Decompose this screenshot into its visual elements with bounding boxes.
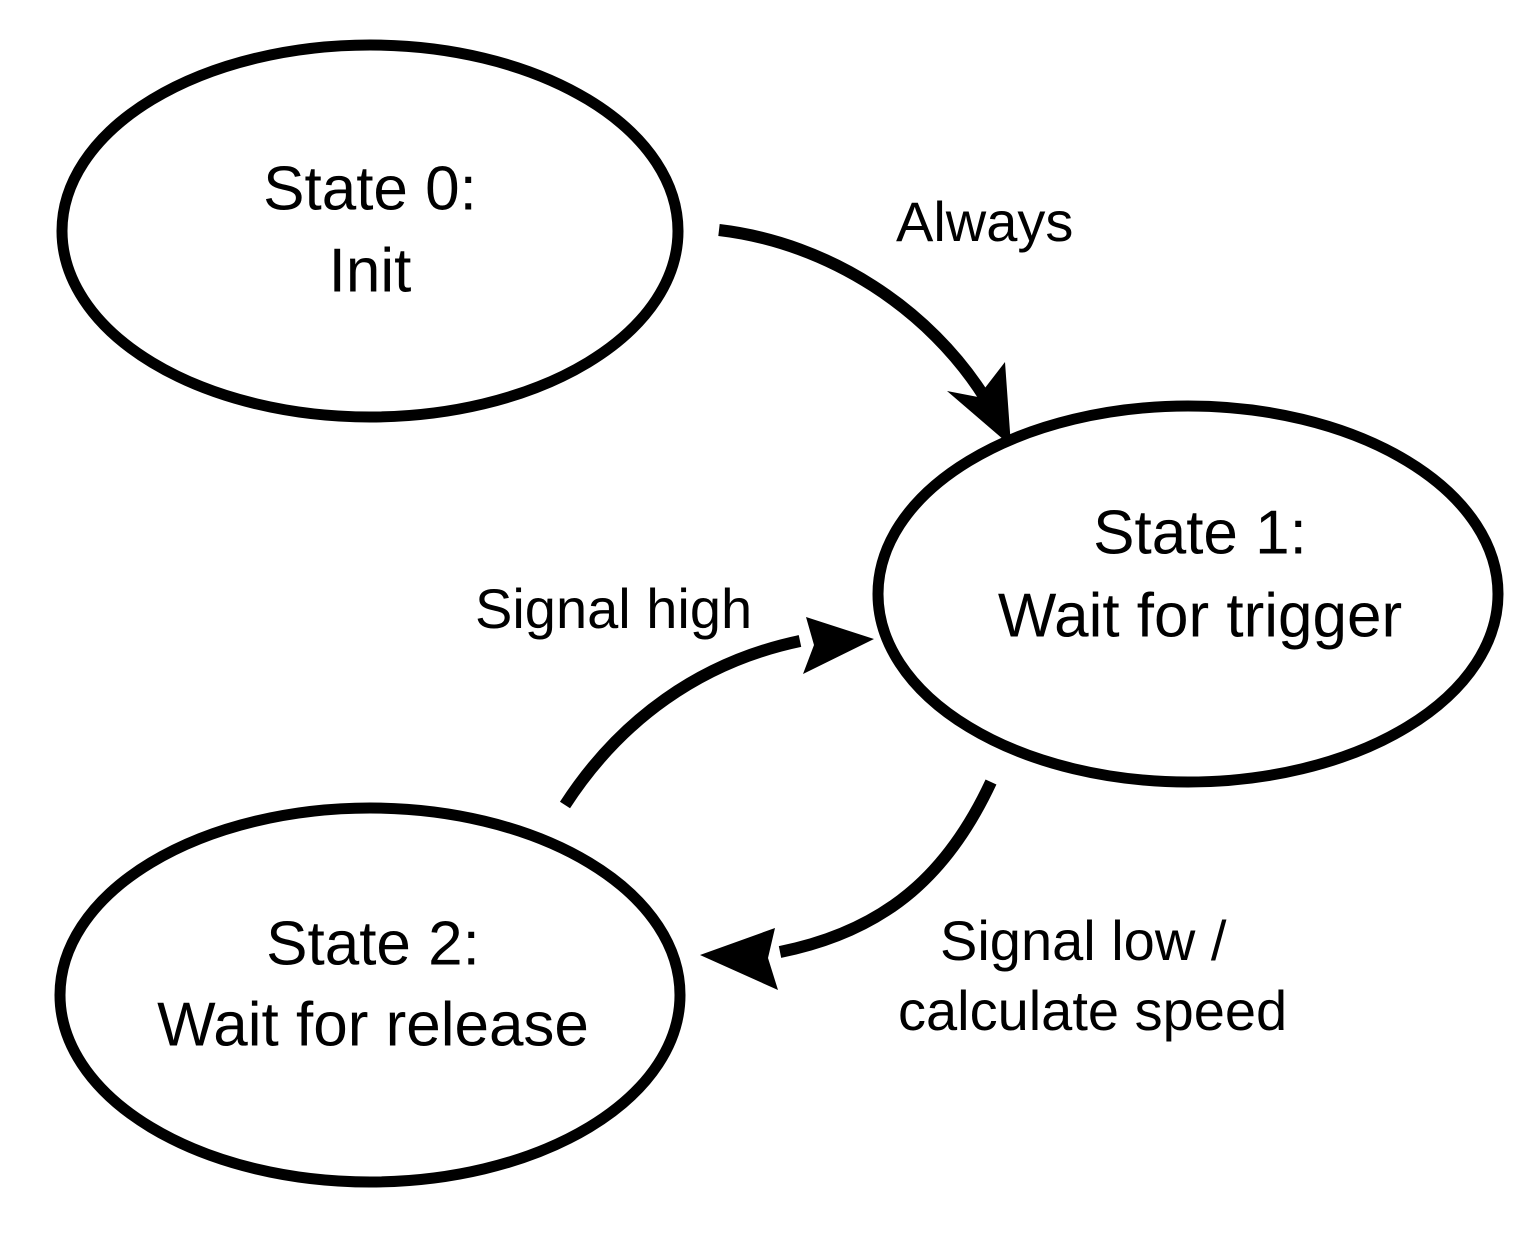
state-1-label-line1: State 1:: [1093, 498, 1307, 567]
state-node-2[interactable]: State 2: Wait for release: [54, 802, 686, 1188]
transition-signal-low-label-line1: Signal low /: [940, 909, 1227, 972]
state-node-0[interactable]: State 0: Init: [56, 39, 684, 423]
state-2-label-line1: State 2:: [266, 909, 480, 978]
state-1-ellipse: [872, 400, 1504, 788]
transition-always-line: [718, 224, 991, 402]
transition-signal-low-label-line2: calculate speed: [898, 979, 1287, 1042]
transition-always-label: Always: [896, 190, 1073, 253]
state-0-label-line1: State 0:: [263, 154, 477, 223]
transition-always[interactable]: Always: [718, 190, 1073, 446]
transition-signal-high[interactable]: Signal high: [475, 577, 874, 809]
transition-signal-low-arrowhead: [700, 928, 778, 990]
transition-signal-low-line: [778, 779, 997, 958]
state-0-ellipse: [56, 39, 684, 423]
state-node-1[interactable]: State 1: Wait for trigger: [872, 400, 1504, 788]
state-1-label-line2: Wait for trigger: [998, 581, 1402, 650]
transition-signal-high-line: [559, 635, 802, 809]
transition-signal-high-label: Signal high: [475, 577, 752, 640]
state-2-label-line2: Wait for release: [157, 990, 589, 1059]
transition-signal-low[interactable]: Signal low / calculate speed: [700, 779, 1287, 1042]
transition-always-arrowhead: [947, 362, 1011, 446]
transition-signal-high-arrowhead: [803, 617, 874, 674]
state-0-label-line2: Init: [329, 236, 412, 305]
state-2-ellipse: [54, 802, 686, 1188]
